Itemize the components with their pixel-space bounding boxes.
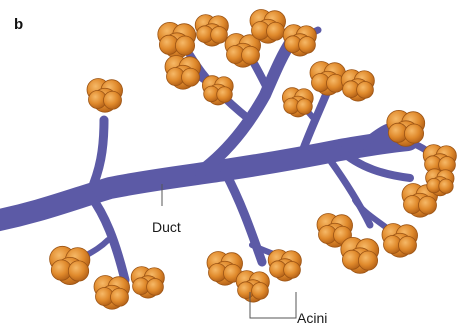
acinus-lobe (284, 262, 301, 279)
duct-label: Duct (152, 219, 181, 235)
acinus (236, 271, 269, 302)
acinus (268, 250, 301, 281)
acinus-lobe (439, 179, 453, 193)
acinus-lobe (111, 288, 129, 306)
acinus (50, 246, 90, 284)
acinus-lobe (211, 27, 228, 44)
acinus (225, 34, 261, 68)
acinus-lobe (182, 68, 200, 86)
acinus (387, 110, 425, 146)
acinus (426, 169, 454, 196)
acinus-lobe (217, 87, 233, 103)
acinus (382, 224, 418, 258)
acinus-lobe (242, 46, 260, 64)
acinus-lobe (419, 196, 437, 214)
acinus (94, 276, 130, 310)
panel-label: b (14, 16, 23, 33)
acinus (87, 79, 123, 113)
acinus (283, 25, 316, 57)
acinus-lobe (297, 99, 313, 115)
acinus (341, 237, 379, 273)
acinus-lobe (68, 261, 88, 281)
acinus-lobe (404, 124, 423, 143)
acinus-lobe (104, 91, 122, 109)
acinus (250, 10, 286, 44)
acinus (341, 70, 374, 102)
acinus (165, 56, 201, 90)
acinus (158, 22, 196, 58)
acinus (282, 88, 313, 117)
acinus (131, 267, 164, 298)
acinus (310, 62, 346, 96)
acinus-lobe (399, 236, 417, 254)
acinus-lobe (175, 36, 194, 55)
acinus-lobe (267, 22, 285, 40)
acinus (195, 15, 228, 46)
acinus (202, 76, 233, 105)
acinus-lobe (252, 283, 269, 300)
acinus-lobe (147, 279, 164, 296)
acini-label: Acini (297, 310, 327, 326)
acinus-lobe (299, 37, 316, 54)
acinus-lobe (358, 251, 377, 270)
acinus-lobe (357, 82, 374, 99)
